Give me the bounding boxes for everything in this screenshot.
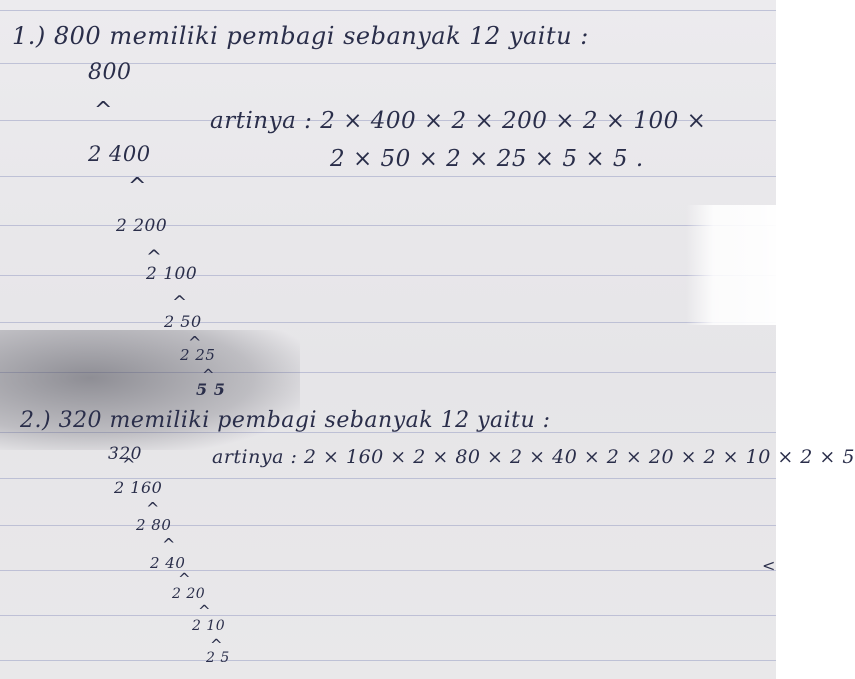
- ruled-line: [0, 478, 776, 479]
- ruled-line: [0, 372, 776, 373]
- hand-shadow: [0, 330, 300, 450]
- ruled-line: [0, 275, 776, 276]
- caret-icon: ^: [128, 174, 147, 199]
- tree2-node: 2 160: [114, 478, 163, 497]
- problem2-artinya-line1: artinya : 2 × 160 × 2 × 80 × 2 × 40 × 2 …: [212, 446, 855, 468]
- ruled-line: [0, 120, 776, 121]
- ruled-line: [0, 10, 776, 11]
- ruled-line: [0, 615, 776, 616]
- ruled-line: [0, 525, 776, 526]
- ruled-line: [0, 322, 776, 323]
- caret-icon: ^: [178, 570, 191, 588]
- problem1-artinya-line1: artinya : 2 × 400 × 2 × 200 × 2 × 100 ×: [210, 108, 707, 134]
- caret-icon: ^: [210, 636, 223, 654]
- tree1-root: 800: [88, 60, 132, 85]
- tree1-node: 2 50: [164, 312, 202, 331]
- tree1-node: 2 200: [116, 216, 168, 236]
- tree2-node: 2 80: [136, 516, 172, 534]
- ruled-line: [0, 432, 776, 433]
- caret-icon: ^: [188, 333, 202, 352]
- tree1-node: 2 400: [88, 142, 151, 166]
- tree1-node: 5 5: [196, 380, 226, 399]
- problem1-artinya-line2: 2 × 50 × 2 × 25 × 5 × 5 .: [330, 146, 644, 172]
- ruled-line: [0, 63, 776, 64]
- caret-icon: ^: [122, 455, 136, 474]
- caret-icon: ^: [146, 246, 162, 268]
- tree2-node: 2 40: [150, 554, 186, 572]
- caret-icon: ^: [202, 366, 215, 384]
- tree2-node: 2 20: [172, 586, 206, 602]
- tree1-node: 2 25: [180, 346, 216, 364]
- caret-icon: ^: [172, 292, 188, 313]
- problem1-heading: 1.) 800 memiliki pembagi sebanyak 12 yai…: [12, 22, 589, 50]
- light-glare: [686, 205, 776, 325]
- ruled-line: [0, 176, 776, 177]
- ruled-line: [0, 570, 776, 571]
- stray-mark: <: [762, 556, 776, 575]
- problem2-heading: 2.) 320 memiliki pembagi sebanyak 12 yai…: [20, 408, 551, 433]
- caret-icon: ^: [146, 499, 160, 518]
- tree2-root: 320: [108, 444, 142, 464]
- ruled-line: [0, 660, 776, 661]
- ruled-line: [0, 225, 776, 226]
- tree2-node: 2 10: [192, 618, 226, 634]
- caret-icon: ^: [198, 602, 211, 620]
- caret-icon: ^: [94, 98, 113, 123]
- tree2-node: 2 5: [206, 650, 230, 666]
- caret-icon: ^: [162, 535, 176, 554]
- tree1-node: 2 100: [146, 264, 198, 284]
